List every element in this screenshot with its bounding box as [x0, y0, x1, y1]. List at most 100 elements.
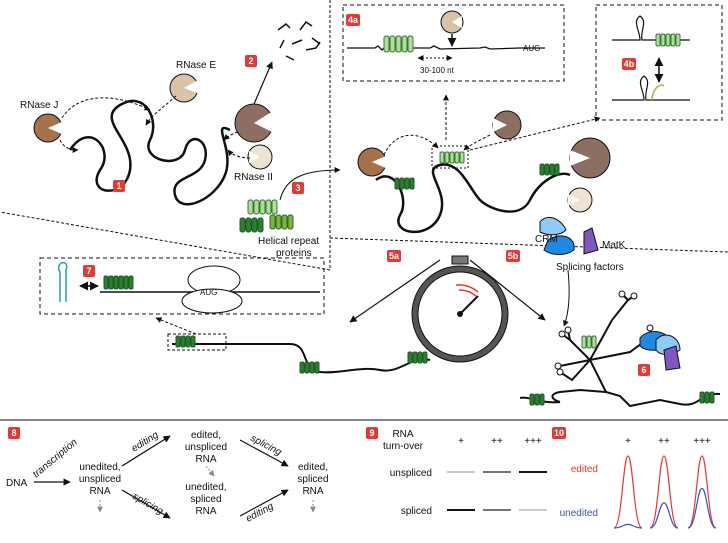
inset-4a-frame	[342, 4, 565, 82]
panel-8-pathway: 8 DNA transcription unedited, unspliced …	[6, 427, 329, 525]
rnase-ii-label: RNase II	[234, 172, 273, 183]
rnase-j-enzyme	[33, 113, 64, 143]
bound-ppr-3	[539, 163, 560, 176]
svg-text:4b: 4b	[624, 59, 635, 69]
rna-fragments	[277, 20, 321, 61]
transcription-label: transcription	[31, 437, 80, 481]
panel-7-translation: 7 AUG	[39, 257, 431, 374]
stopwatch-icon	[411, 255, 509, 363]
svg-text:9: 9	[369, 428, 374, 438]
aug-label-4a: AUG	[523, 44, 540, 53]
badge-6: 6	[638, 364, 650, 376]
unedited-peak-3	[687, 487, 717, 529]
svg-text:2: 2	[248, 56, 253, 66]
dna-label: DNA	[6, 478, 27, 489]
hairpin-bottom	[612, 75, 690, 101]
unedited-peak-2	[649, 502, 679, 529]
panel-9-turnover: 9 RNA turn-over + ++ +++ unspliced splic…	[366, 427, 547, 517]
edited-peak-1	[613, 455, 643, 529]
node4-line1: edited,	[298, 462, 328, 473]
turnover-level-1: +	[458, 436, 464, 447]
intron-structure	[519, 293, 721, 408]
svg-text:3: 3	[295, 183, 300, 193]
node1-line1: unedited,	[79, 462, 120, 473]
badge-5a: 5a	[387, 250, 401, 262]
node2-line1: edited,	[191, 430, 221, 441]
rna-strand-2	[375, 163, 571, 234]
badge-10: 10	[552, 427, 566, 439]
inset-4a-ppr	[383, 35, 414, 53]
rnase-e-enzyme	[169, 73, 200, 103]
rnase-e-label: RNase E	[176, 60, 216, 71]
splicing-ppr	[581, 335, 597, 349]
node2-line2: unspliced	[185, 442, 227, 453]
peak-level-3: +++	[693, 436, 711, 447]
svg-text:6: 6	[641, 365, 646, 375]
panel-10-peaks: 10 + ++ +++ edited unedited	[552, 427, 717, 529]
svg-text:7: 7	[86, 266, 91, 276]
matk-label: MatK	[602, 240, 626, 251]
protected-rnase-e	[492, 110, 522, 140]
hairpin-top	[612, 15, 690, 41]
badge-3: 3	[292, 182, 304, 194]
crm-factor	[539, 217, 575, 255]
inset-4b-ppr-top	[655, 33, 681, 47]
svg-text:8: 8	[11, 428, 16, 438]
svg-text:1: 1	[116, 181, 121, 191]
panel-6-splicing: CRM MatK Splicing factors	[519, 217, 721, 408]
inset-7-ppr	[103, 275, 134, 290]
peak-curves	[613, 455, 717, 529]
edge-splicing-top: splicing	[131, 491, 166, 517]
panel-4b-inset: 4b	[595, 4, 723, 121]
helical-label-1: Helical repeat	[258, 236, 319, 247]
badge-4b: 4b	[622, 58, 636, 70]
node3-line3: RNA	[195, 506, 216, 517]
rna-strand-1	[68, 99, 231, 206]
divider-right	[329, 237, 728, 253]
inset-7-frame	[39, 257, 325, 315]
edited-peak-2	[649, 455, 679, 529]
peak-level-1: +	[625, 436, 631, 447]
node2-line3: RNA	[195, 454, 216, 465]
panel-4a-inset: 4a 30-100 nt AUG	[342, 4, 565, 82]
badge-4a: 4a	[346, 14, 360, 26]
inset-4a-rna	[347, 45, 545, 51]
inset-4b-frame	[595, 4, 723, 121]
turnover-bands	[447, 471, 547, 511]
node3-line1: unedited,	[185, 482, 226, 493]
node4-line2: spliced	[297, 474, 328, 485]
rna-strand-3	[172, 343, 431, 374]
row-spliced-label: spliced	[401, 506, 432, 517]
svg-text:5a: 5a	[389, 251, 400, 261]
crm-label: CRM	[535, 234, 558, 245]
divider-left	[0, 0, 331, 271]
splicing-factors-label: Splicing factors	[556, 262, 624, 273]
turnover-title-2: turn-over	[383, 441, 424, 452]
matk-factor	[583, 227, 599, 255]
edited-label: edited	[571, 464, 598, 475]
bound-ppr-1	[439, 151, 465, 164]
inset-4a-enzyme	[440, 10, 464, 34]
helical-protein-a	[247, 199, 278, 215]
panel-2-fragments: 2	[245, 20, 321, 105]
edge-editing-bottom: editing	[244, 501, 276, 525]
zoom-box-small	[431, 145, 469, 169]
svg-text:5b: 5b	[508, 251, 519, 261]
panel-3-helical: Helical repeat proteins 3	[239, 167, 341, 259]
node4-line3: RNA	[302, 486, 323, 497]
badge-2: 2	[245, 55, 257, 67]
turnover-level-2: ++	[491, 436, 503, 447]
badge-7: 7	[83, 265, 95, 277]
protected-rnase-ii	[567, 187, 593, 213]
bound-ppr-2	[394, 177, 415, 190]
helical-protein-b	[239, 217, 264, 233]
large-exonuclease	[234, 103, 274, 143]
badge-9: 9	[366, 427, 378, 439]
node3-line2: spliced	[190, 494, 221, 505]
edited-peak-3	[687, 455, 717, 529]
protected-large-enzyme	[569, 137, 611, 179]
distance-label: 30-100 nt	[420, 66, 455, 75]
ppr-on-rna-3	[175, 335, 428, 374]
badge-8: 8	[8, 427, 20, 439]
